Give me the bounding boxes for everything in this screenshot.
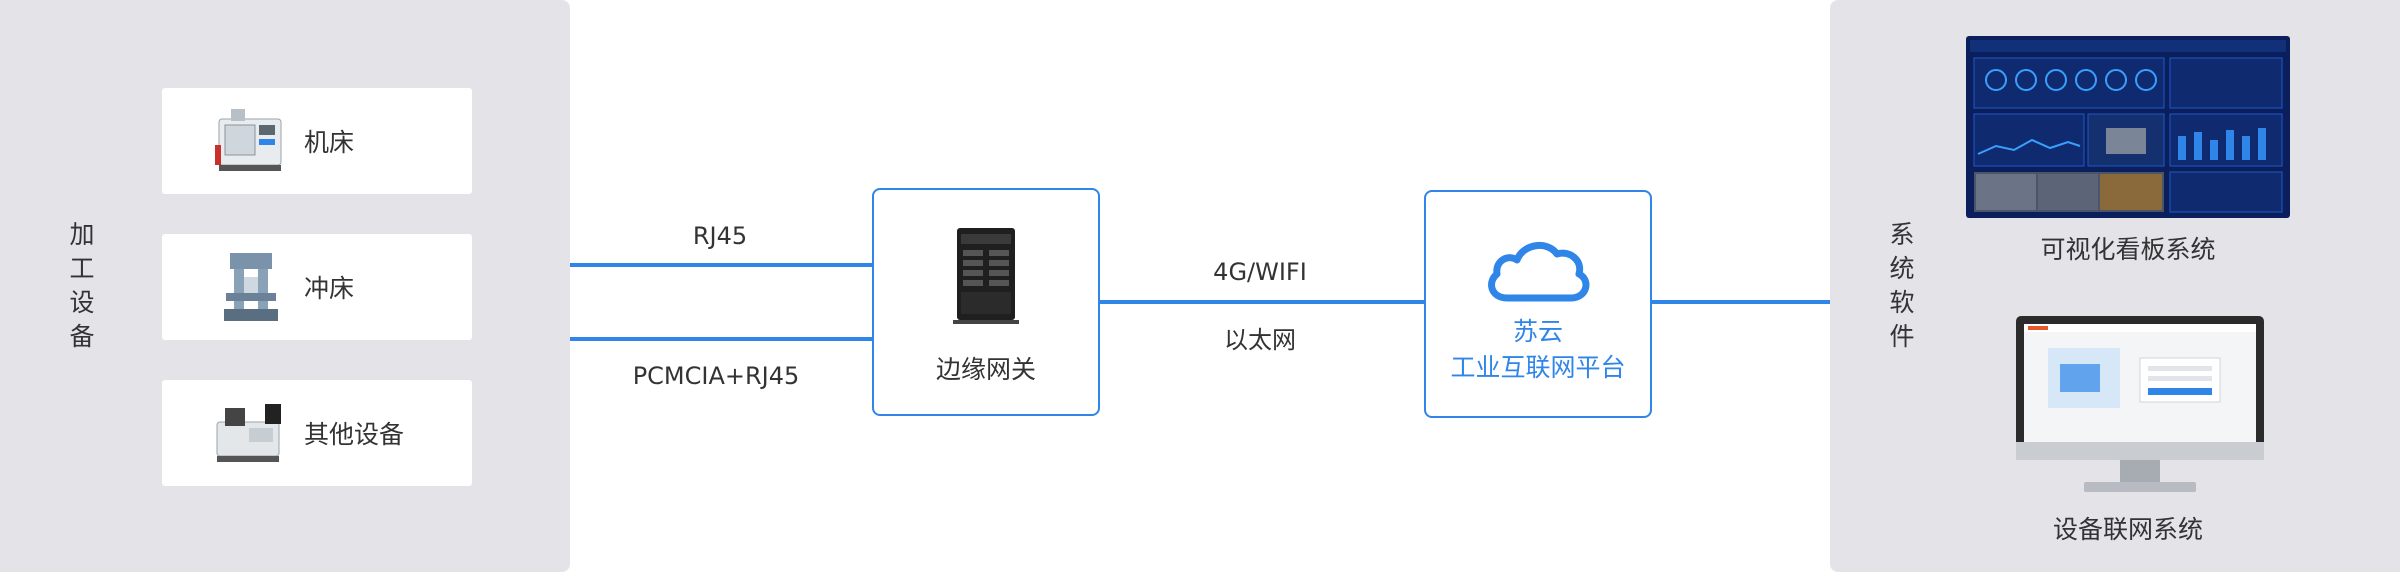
edge-gateway-label: 边缘网关 — [935, 355, 1036, 384]
equipment-panel: 加 工 设 备 机床 — [0, 0, 570, 572]
monitor-icon[interactable] — [2014, 314, 2266, 500]
punch-press-icon — [206, 247, 296, 327]
device-card-other-equipment[interactable]: 其他设备 — [162, 380, 472, 486]
dashboard-screen-icon[interactable] — [1966, 36, 2290, 222]
device-label: 冲床 — [304, 274, 355, 303]
edge-label-pcmcia-rj45: PCMCIA+RJ45 — [632, 362, 800, 390]
device-label: 其他设备 — [304, 420, 405, 449]
platform-subtitle: 工业互联网平台 — [1450, 353, 1626, 382]
label-char: 备 — [69, 322, 95, 351]
device-card-machine-tool[interactable]: 机床 — [162, 88, 472, 194]
server-tower-icon — [874, 226, 1098, 330]
label-char: 系 — [1889, 220, 1915, 249]
label-char: 软 — [1889, 288, 1915, 317]
device-card-punch-press[interactable]: 冲床 — [162, 234, 472, 340]
cloud-icon — [1426, 236, 1650, 310]
cloud-platform-node[interactable]: 苏云 工业互联网平台 — [1424, 190, 1652, 418]
device-network-system-label: 设备联网系统 — [2052, 515, 2203, 544]
device-label: 机床 — [304, 128, 355, 157]
connection-line-gateway-platform — [1098, 300, 1424, 304]
other-equipment-icon — [206, 393, 296, 473]
edge-label-ethernet: 以太网 — [1224, 326, 1296, 354]
edge-label-4g-wifi: 4G/WIFI — [1213, 258, 1307, 286]
equipment-panel-label: 加 工 设 备 — [62, 218, 102, 354]
software-panel: 系 统 软 件 — [1830, 0, 2400, 572]
connection-line-platform-software — [1650, 300, 1830, 304]
visual-dashboard-label: 可视化看板系统 — [2040, 235, 2216, 264]
label-char: 件 — [1889, 322, 1915, 351]
connection-line-rj45 — [570, 263, 874, 267]
label-char: 工 — [69, 254, 95, 283]
label-char: 设 — [69, 288, 95, 317]
platform-name: 苏云 — [1512, 317, 1563, 346]
label-char: 统 — [1889, 254, 1915, 283]
machine-tool-icon — [206, 101, 296, 181]
software-panel-label: 系 统 软 件 — [1882, 218, 1922, 354]
label-char: 加 — [69, 220, 95, 249]
edge-label-rj45: RJ45 — [692, 222, 748, 250]
connection-line-pcmcia — [570, 337, 874, 341]
edge-gateway-node[interactable]: 边缘网关 — [872, 188, 1100, 416]
